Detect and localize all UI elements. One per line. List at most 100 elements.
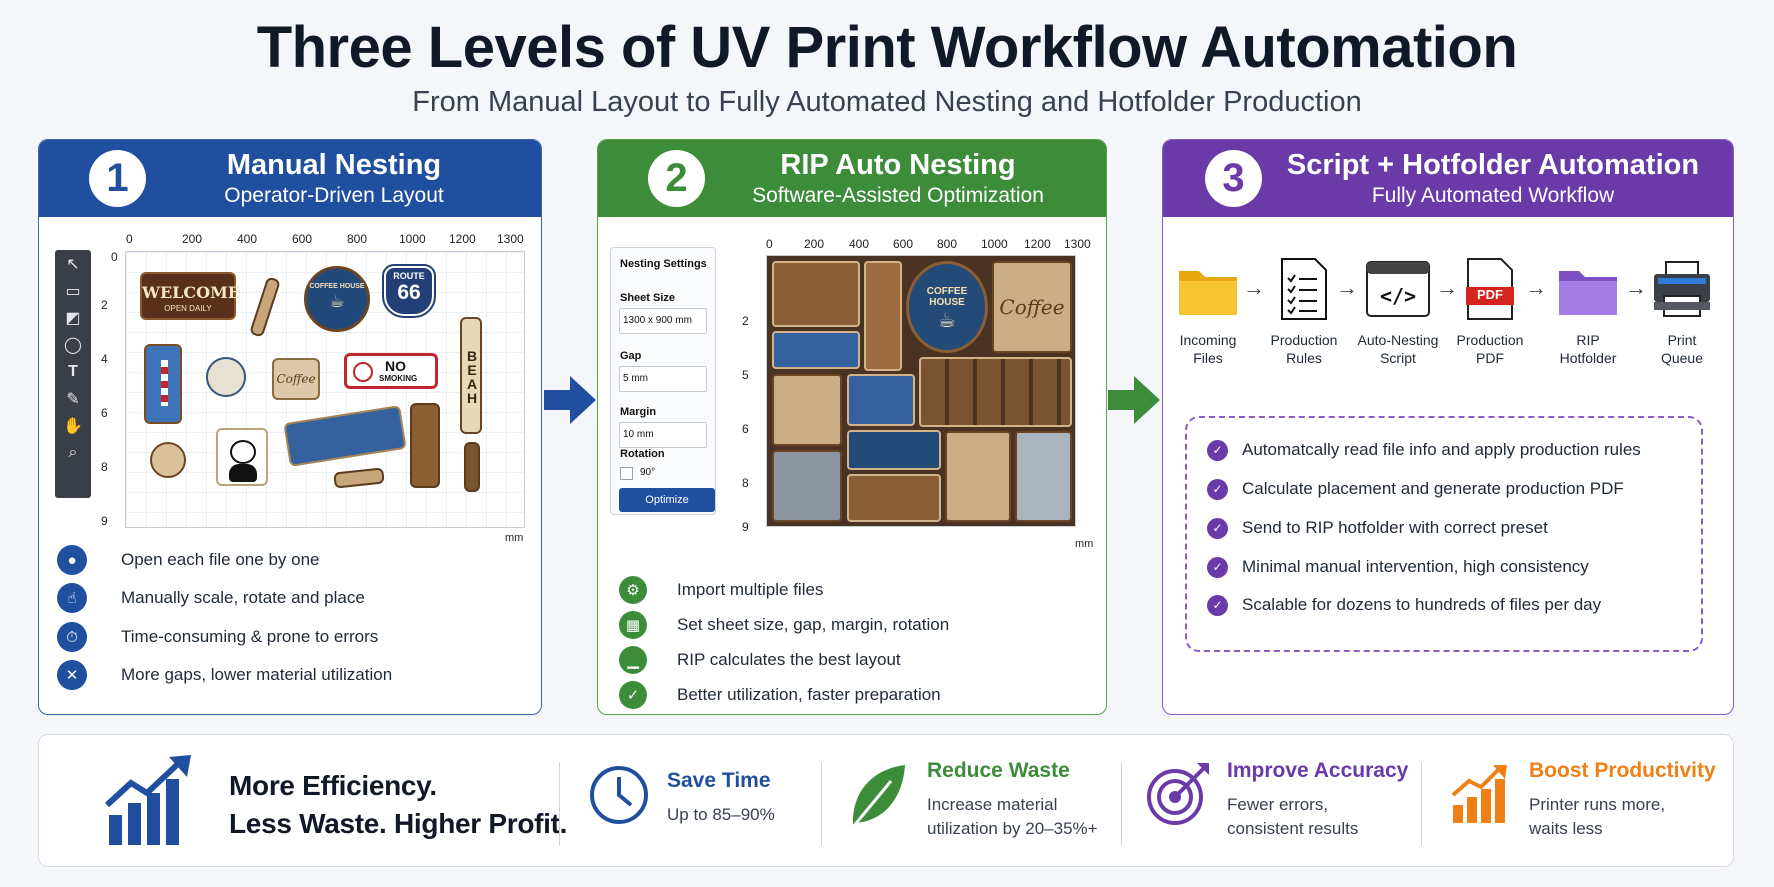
lighthouse-sticker[interactable] (144, 344, 182, 424)
sticker-text: COFFEE HOUSE (309, 283, 365, 290)
ruler-tick: 6 (101, 406, 108, 420)
step-label: Script (1380, 350, 1416, 366)
bullet-text: Manually scale, rotate and place (121, 588, 365, 607)
zoom-tool-icon[interactable]: ⌕ (68, 443, 78, 461)
benefit-desc: waits less (1529, 819, 1603, 838)
folder-icon (1179, 271, 1237, 315)
ruler-tick: 600 (893, 237, 914, 251)
benefit-reduce-waste: Reduce Waste Increase material utilizati… (927, 759, 1098, 841)
transform-tool-icon[interactable]: ◩ (65, 309, 81, 327)
benefit-desc: Increase material (927, 795, 1058, 814)
panel-title: Script + Hotfolder Automation (1286, 149, 1700, 181)
beach-sign-sticker[interactable]: BEAH (460, 317, 482, 434)
headline-line: Less Waste. Higher Profit. (229, 808, 568, 839)
sticker-text: COFFEE HOUSE (926, 286, 968, 308)
panda-icon (230, 440, 256, 464)
sticker-text: ROUTE (393, 271, 425, 281)
nested-item (919, 357, 1072, 427)
hand-tool-icon[interactable]: ✋ (63, 417, 83, 435)
settings-heading: Nesting Settings (620, 258, 707, 270)
optimize-button[interactable]: Optimize (619, 488, 715, 512)
coffee-plaque-sticker[interactable]: Coffee (272, 358, 320, 400)
nested-item (772, 261, 860, 327)
sticker-text: WELCOME (142, 283, 240, 302)
nested-item (772, 450, 842, 522)
ruler-tick: 9 (101, 514, 108, 528)
arrow-right-icon: → (1625, 275, 1647, 300)
coffee-cup-icon: ☕ (938, 310, 956, 332)
welcome-sign-sticker[interactable]: WELCOME OPEN DAILY (140, 272, 240, 320)
no-smoking-sticker[interactable]: NO SMOKING (344, 353, 438, 389)
ruler-tick: 8 (101, 460, 108, 474)
checklist-icon (1281, 258, 1327, 320)
clock-icon (590, 766, 648, 824)
ruler-tick: 6 (742, 422, 749, 436)
select-tool-icon[interactable]: ↖ (66, 255, 80, 273)
panel-script-hotfolder: 3 Script + Hotfolder Automation Fully Au… (1162, 139, 1734, 715)
step-label: Hotfolder (1559, 350, 1617, 366)
compass-round-sticker[interactable] (206, 357, 246, 397)
panel-subtitle: Operator-Driven Layout (224, 184, 444, 207)
nested-item (864, 261, 902, 371)
step-label: Production (1456, 332, 1524, 348)
panel-rip-auto-nesting: 2 RIP Auto Nesting Software-Assisted Opt… (597, 139, 1107, 715)
nested-item (772, 374, 842, 446)
gear-icon: ⚙ (619, 576, 647, 604)
text-tool-icon[interactable]: T (68, 362, 78, 380)
panda-sticker[interactable] (216, 428, 268, 486)
ruler-tick: 1000 (981, 237, 1008, 251)
bullet-item: ▦ Set sheet size, gap, margin, rotation (619, 608, 1089, 642)
ruler-tick: 2 (742, 314, 749, 328)
route-66-sticker[interactable]: ROUTE 66 (382, 264, 436, 318)
nested-coffee-house: COFFEE HOUSE ☕ (906, 261, 988, 353)
tall-tag-sticker[interactable] (410, 403, 440, 488)
bullet-text: Set sheet size, gap, margin, rotation (677, 615, 950, 634)
target-check-icon: ✓ (619, 681, 647, 709)
benefit-title: Save Time (667, 769, 771, 792)
rotation-checkbox[interactable] (620, 467, 633, 480)
trash-icon: ✕ (57, 660, 87, 690)
ellipse-tool-icon[interactable]: ◯ (64, 336, 82, 354)
bullet-text: Import multiple files (677, 580, 824, 599)
ruler-tick: 0 (126, 232, 133, 246)
pdf-badge: PDF (1477, 287, 1503, 302)
benefit-desc: utilization by 20–35%+ (927, 819, 1098, 838)
code-icon: </> (1366, 261, 1430, 317)
divider (1121, 762, 1122, 846)
productivity-chart-icon (1451, 765, 1507, 823)
floral-plank-sticker[interactable] (283, 405, 407, 467)
bullet-item: ☝ Manually scale, rotate and place (57, 581, 527, 615)
nested-layout-canvas[interactable]: COFFEE HOUSE ☕ Coffee (766, 255, 1076, 527)
unit-label: mm (1075, 538, 1094, 550)
timer-icon: ⏱ (57, 622, 87, 652)
bullet-text: More gaps, lower material utilization (121, 665, 393, 684)
footer-headline: More Efficiency. Less Waste. Higher Prof… (229, 767, 567, 843)
keychain-sticker[interactable] (249, 276, 281, 338)
pen-tool-icon[interactable]: ✎ (66, 390, 80, 408)
benefit-desc: Up to 85–90% (667, 805, 775, 824)
sticker-text: SMOKING (379, 374, 418, 383)
sticker-text: NO (385, 358, 406, 374)
grid-icon: ▦ (619, 611, 647, 639)
benefit-desc: Fewer errors, (1227, 795, 1329, 814)
check-icon: ✓ (1207, 517, 1228, 539)
layout-canvas[interactable]: WELCOME OPEN DAILY COFFEE HOUSE ☕ ROUTE … (125, 251, 525, 528)
ship-wheel-sticker[interactable] (150, 442, 186, 478)
narrow-tag-sticker[interactable] (464, 442, 480, 492)
flow-arrow-icon (544, 376, 596, 424)
small-keychain-sticker[interactable] (333, 467, 385, 489)
panel-subtitle: Software-Assisted Optimization (752, 184, 1044, 207)
sheet-size-label: Sheet Size (620, 292, 676, 304)
sheet-size-input[interactable]: 1300 x 900 mm (619, 308, 707, 334)
ruler-tick: 600 (292, 232, 313, 246)
sticker-text: OPEN DAILY (164, 304, 212, 313)
coffee-house-sticker[interactable]: COFFEE HOUSE ☕ (304, 266, 370, 332)
bullet-text: Open each file one by one (121, 550, 320, 569)
gap-input[interactable]: 5 mm (619, 366, 707, 392)
ruler-tick: 200 (182, 232, 203, 246)
margin-input[interactable]: 10 mm (619, 422, 707, 448)
crop-tool-icon[interactable]: ▭ (65, 282, 81, 300)
